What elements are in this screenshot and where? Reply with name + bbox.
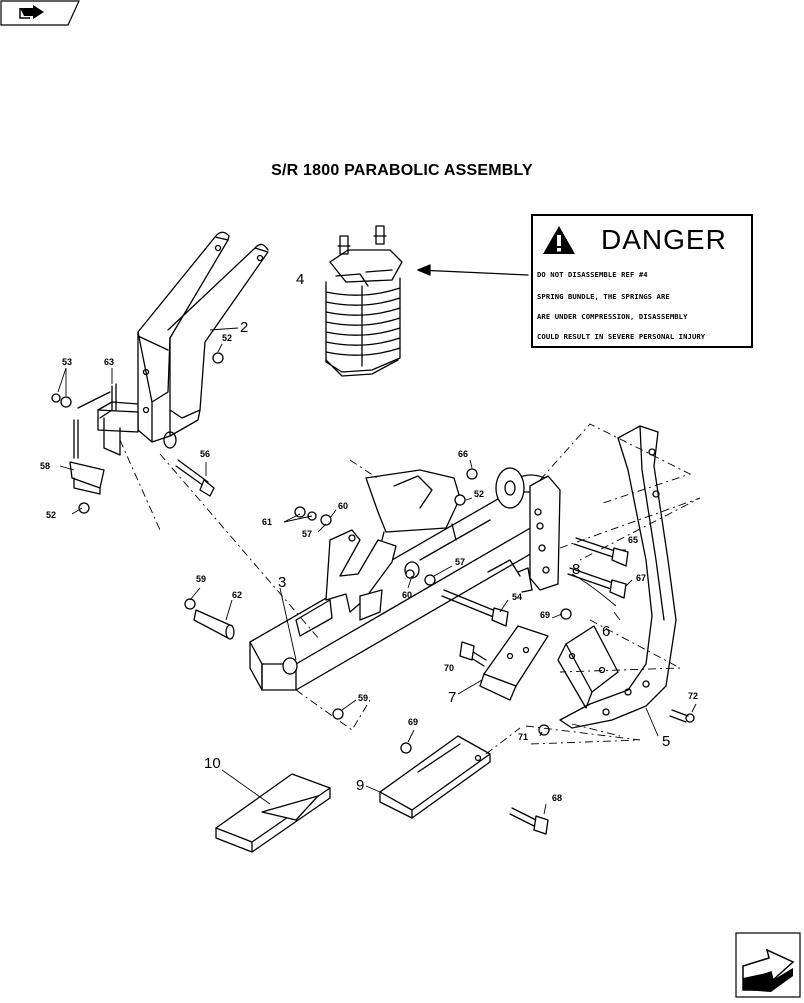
callout-label: 52 [222,333,233,343]
point-part [379,735,491,819]
bolt-56-part [175,459,215,497]
callout-label: 72 [688,691,699,701]
callout-label: 57 [455,557,466,567]
danger-text-line: SPRING BUNDLE, THE SPRINGS ARE [537,292,670,301]
callout-label: 52 [46,510,57,520]
page-title: S/R 1800 PARABOLIC ASSEMBLY [271,162,533,179]
callout-label: 63 [104,357,115,367]
mounting-bracket-part [97,231,269,456]
point-10-part [215,773,331,853]
shin-part [557,625,619,709]
spring-bundle-part [325,225,403,377]
next-page-button[interactable] [735,932,801,998]
back-arrow-tab-icon [0,0,80,26]
callout-label: 57 [302,529,313,539]
callout-label: 8 [572,561,581,578]
callout-label: 69 [540,610,551,620]
callout-label: 68 [552,793,563,803]
callout-label: 2 [240,319,249,336]
callout-label: 4 [296,271,305,288]
callout-label: 66 [458,449,469,459]
u-bolt-part [69,383,117,495]
parabolic-shank-part [559,425,677,729]
danger-text-line: COULD RESULT IN SEVERE PERSONAL INJURY [537,332,706,341]
shin-guard-part [479,625,549,701]
callout-label: 7 [448,689,457,706]
danger-heading: DANGER [601,224,727,255]
callout-label: 6 [602,623,611,640]
callout-label: 59 [196,574,207,584]
callout-label: 9 [356,777,365,794]
warning-triangle-icon [543,226,575,254]
callout-label: 54 [512,592,523,602]
callout-label: 67 [636,573,647,583]
danger-text-line: DO NOT DISASSEMBLE REF #4 [537,270,648,279]
callout-label: 3 [278,574,287,591]
danger-warning-decal: DANGER DO NOT DISASSEMBLE REF #4 SPRING … [531,214,753,348]
callout-label: 70 [444,663,455,673]
callout-label: 56 [200,449,211,459]
back-navigation-tab[interactable] [0,0,80,26]
side-link-part [325,529,397,621]
callout-label: 61 [262,517,273,527]
callout-label: 65 [628,535,639,545]
callout-label: 71 [518,732,529,742]
callout-label: 58 [40,461,51,471]
callout-label: 52 [474,489,485,499]
next-page-arrow-icon [735,932,801,998]
callout-label: 53 [62,357,73,367]
pivot-bracket-part [365,467,525,549]
callout-label: 60 [338,501,349,511]
callout-label: 60 [402,590,413,600]
callout-label: 59 [358,693,369,703]
callout-label: 69 [408,717,419,727]
callout-label: 10 [204,755,221,772]
callout-label: 62 [232,590,243,600]
danger-text-line: ARE UNDER COMPRESSION, DISASSEMBLY [537,312,688,321]
callout-label: 5 [662,733,671,750]
